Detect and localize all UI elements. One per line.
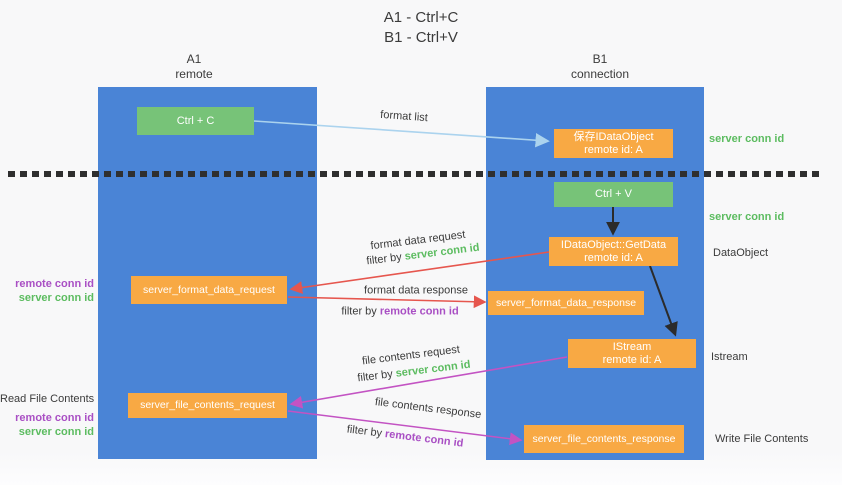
node-server-file-contents-response-label: server_file_contents_response <box>532 432 676 445</box>
title-line-2: B1 - Ctrl+V <box>384 29 458 46</box>
node-server-format-data-response: server_format_data_response <box>488 291 644 315</box>
node-idataobject-getdata: IDataObject::GetData remote id: A <box>549 237 678 266</box>
node-ctrl-c: Ctrl + C <box>137 107 254 135</box>
label-server-conn-id-top: server conn id <box>709 133 785 145</box>
node-server-format-data-request: server_format_data_request <box>131 276 287 304</box>
label-format-data-response: format data response <box>364 284 468 297</box>
node-save-idataobject-line1: 保存IDataObject <box>573 130 654 143</box>
lane-header-b1: B1 connection <box>530 52 670 82</box>
label-server-conn-id-mid: server conn id <box>709 211 785 223</box>
node-getdata-line2: remote id: A <box>584 251 643 264</box>
node-server-file-contents-response: server_file_contents_response <box>524 425 684 453</box>
label-read-file-contents: Read File Contents <box>0 393 95 405</box>
lane-a1-subtitle: remote <box>175 67 213 81</box>
diagram-title: A1 - Ctrl+C B1 - Ctrl+V <box>0 8 842 48</box>
remote-conn-id-text-2: remote conn id <box>379 305 459 318</box>
node-ctrl-c-label: Ctrl + C <box>176 114 215 127</box>
lane-a1-name: A1 <box>186 52 202 66</box>
lane-b1-name: B1 <box>592 52 608 66</box>
label-server-conn-id-file: server conn id <box>18 426 94 438</box>
node-server-file-contents-request: server_file_contents_request <box>128 393 287 418</box>
label-remote-conn-id-file: remote conn id <box>15 412 94 424</box>
lane-b1-subtitle: connection <box>570 67 630 81</box>
node-save-idataobject-line2: remote id: A <box>584 143 643 156</box>
arrow-file-contents-request <box>289 356 568 409</box>
divider-dotted-line <box>8 171 824 177</box>
node-istream: IStream remote id: A <box>568 339 696 368</box>
arrow-format-data-request <box>289 251 550 294</box>
arrow-getdata-to-istream <box>649 265 678 337</box>
label-remote-conn-id-format: remote conn id <box>15 278 94 290</box>
filter-by-text-2: filter by <box>341 305 380 318</box>
arrow-file-contents-response <box>287 410 523 446</box>
node-server-format-data-response-label: server_format_data_response <box>495 296 637 309</box>
label-server-conn-id-format: server conn id <box>18 292 94 304</box>
node-server-file-contents-request-label: server_file_contents_request <box>140 399 275 411</box>
title-line-1: A1 - Ctrl+C <box>383 9 459 26</box>
node-ctrl-v-label: Ctrl + V <box>595 188 632 200</box>
node-save-idataobject: 保存IDataObject remote id: A <box>554 129 673 158</box>
label-dataobject: DataObject <box>713 247 769 259</box>
node-ctrl-v: Ctrl + V <box>554 182 673 207</box>
label-write-file-contents: Write File Contents <box>715 433 809 445</box>
arrow-format-data-response <box>287 295 487 309</box>
node-istream-line2: remote id: A <box>602 353 662 366</box>
label-filter-by-remote-conn-id-2: filter by remote conn id <box>341 306 458 319</box>
node-getdata-line1: IDataObject::GetData <box>560 238 667 251</box>
node-server-format-data-request-label: server_format_data_request <box>143 283 275 296</box>
node-istream-line1: IStream <box>612 340 652 353</box>
label-istream: Istream <box>711 351 748 363</box>
arrow-format-list <box>253 120 550 148</box>
lane-header-a1: A1 remote <box>124 52 264 82</box>
